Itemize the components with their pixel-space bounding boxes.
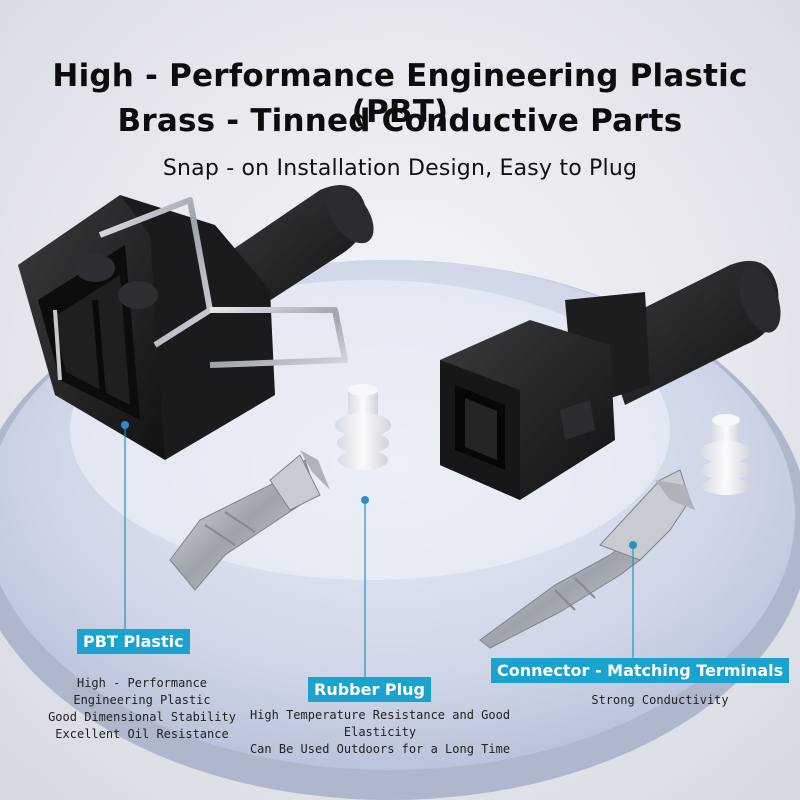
male-connector	[440, 260, 781, 500]
leader-lines	[121, 421, 637, 678]
callout-label-terminals: Connector - Matching Terminals	[491, 658, 790, 683]
female-terminal	[169, 450, 330, 591]
callout-label-rubber: Rubber Plug	[308, 677, 431, 702]
callout-desc-line: Can Be Used Outdoors for a Long Time	[249, 742, 511, 756]
callout-desc-line: Elasticity	[343, 725, 417, 739]
callout-desc-line: Good Dimensional Stability	[48, 710, 236, 724]
callout-desc-pbt: High - Performance Engineering Plastic G…	[42, 675, 242, 743]
callout-desc-rubber: High Temperature Resistance and Good Ela…	[240, 707, 520, 758]
callout-desc-line: High - Performance	[76, 676, 208, 690]
female-connector	[18, 185, 374, 460]
callout-desc-line: High Temperature Resistance and Good	[249, 708, 511, 722]
headline-line-1: High - Performance Engineering Plastic (…	[52, 58, 748, 130]
headline-line-2: Brass - Tinned Conductive Parts	[117, 103, 683, 139]
male-terminal	[479, 469, 695, 649]
callout-desc-terminals: Strong Conductivity	[575, 692, 745, 709]
headline-line-3: Snap - on Installation Design, Easy to P…	[162, 156, 638, 181]
rubber-plug-right	[700, 414, 752, 495]
callout-desc-line: Strong Conductivity	[591, 693, 729, 707]
callout-desc-line: Excellent Oil Resistance	[55, 727, 229, 741]
rubber-plug-center	[335, 384, 391, 470]
callout-desc-line: Engineering Plastic	[73, 693, 211, 707]
callout-label-pbt: PBT Plastic	[77, 629, 190, 654]
